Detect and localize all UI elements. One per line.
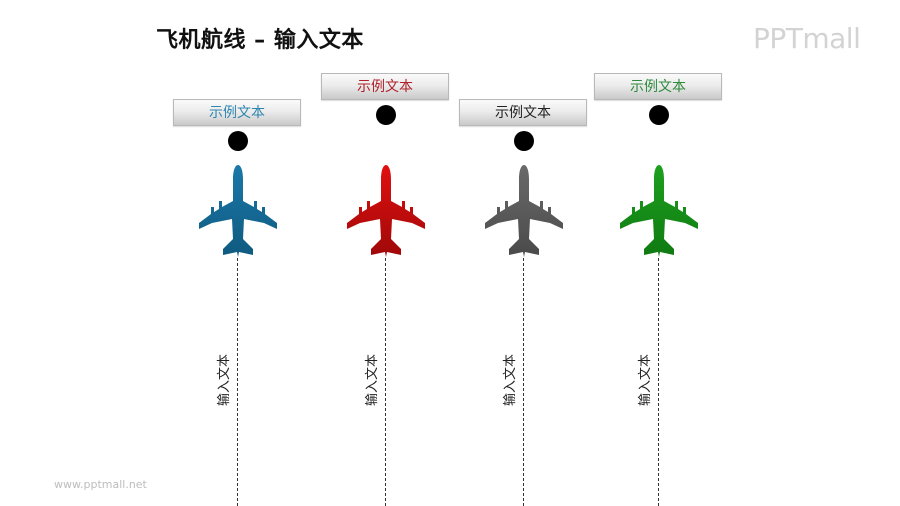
airplane-icon [199, 165, 277, 257]
flight-path-line [658, 258, 659, 506]
route-4: 示例文本 输入文本 [589, 0, 729, 506]
pptmall-logo: PPTmall [753, 22, 861, 55]
flight-path-line [385, 258, 386, 506]
route-2: 示例文本 输入文本 [316, 0, 456, 506]
route-body-text[interactable]: 输入文本 [365, 354, 380, 407]
route-1: 示例文本 输入文本 [168, 0, 308, 506]
route-label[interactable]: 示例文本 [321, 73, 449, 100]
route-label[interactable]: 示例文本 [173, 99, 301, 126]
waypoint-dot [514, 131, 534, 151]
route-body-text[interactable]: 输入文本 [217, 354, 232, 407]
flight-path-line [237, 258, 238, 506]
airplane-icon [485, 165, 563, 257]
airplane-icon [620, 165, 698, 257]
route-3: 示例文本 输入文本 [454, 0, 594, 506]
route-body-text[interactable]: 输入文本 [503, 354, 518, 407]
waypoint-dot [376, 105, 396, 125]
airplane-icon [347, 165, 425, 257]
page-title: 飞机航线 – 输入文本 [156, 28, 364, 53]
waypoint-dot [649, 105, 669, 125]
flight-path-line [523, 258, 524, 506]
footer-url: www.pptmall.net [54, 478, 147, 491]
waypoint-dot [228, 131, 248, 151]
route-label[interactable]: 示例文本 [594, 73, 722, 100]
route-body-text[interactable]: 输入文本 [638, 354, 653, 407]
route-label[interactable]: 示例文本 [459, 99, 587, 126]
